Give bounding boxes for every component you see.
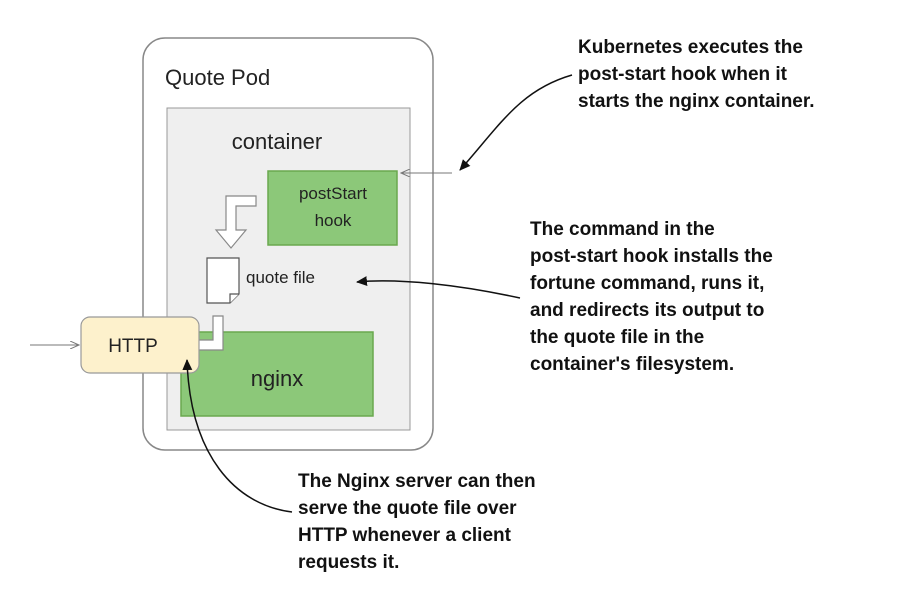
- pod-label: Quote Pod: [165, 65, 270, 90]
- nginx-server-callout-line: HTTP whenever a client: [298, 525, 511, 546]
- command-callout-line: the quote file in the: [530, 327, 705, 348]
- kubernetes-callout: Kubernetes executes the post-start hook …: [578, 34, 815, 115]
- nginx-server-callout-line: requests it.: [298, 552, 400, 573]
- kubernetes-callout-line: starts the nginx container.: [578, 91, 815, 112]
- file-label: quote file: [246, 268, 315, 287]
- kubernetes-callout-line: Kubernetes executes the: [578, 37, 803, 58]
- command-callout-line: The command in the: [530, 219, 715, 240]
- kubernetes-callout-arrow: [459, 74, 573, 171]
- poststart-hook-label-line1: postStart: [299, 184, 367, 203]
- command-callout-line: and redirects its output to: [530, 300, 765, 321]
- command-callout-line: fortune command, runs it,: [530, 273, 765, 294]
- http-label: HTTP: [108, 336, 158, 357]
- poststart-hook-box: [267, 170, 398, 246]
- command-callout: The command in the post-start hook insta…: [530, 216, 773, 378]
- nginx-label: nginx: [251, 366, 304, 391]
- nginx-callout-arrow: [182, 359, 293, 513]
- file-icon: [206, 257, 240, 304]
- poststart-hook-label-line2: hook: [315, 211, 352, 230]
- command-callout-line: container's filesystem.: [530, 354, 735, 375]
- nginx-server-callout: The Nginx server can then serve the quot…: [298, 468, 536, 576]
- command-callout-line: post-start hook installs the: [530, 246, 773, 267]
- command-callout-arrow: [356, 276, 521, 299]
- nginx-server-callout-line: serve the quote file over: [298, 498, 517, 519]
- kubernetes-callout-line: post-start hook when it: [578, 64, 787, 85]
- http-box: [80, 316, 200, 374]
- nginx-server-callout-line: The Nginx server can then: [298, 471, 536, 492]
- container-label: container: [232, 129, 323, 154]
- hook-to-file-hollow-arrow: [214, 195, 257, 249]
